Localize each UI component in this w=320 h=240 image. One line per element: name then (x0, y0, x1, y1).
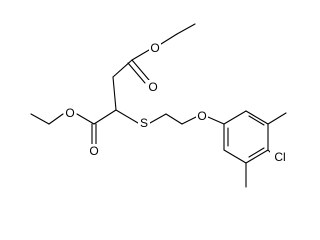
bond-ch2-ch2 (165, 113, 183, 125)
thioethyl-linker (115, 109, 225, 125)
ring-inner-double-2 (248, 147, 265, 158)
atom-label-o-top-carbonyl: O (148, 80, 157, 94)
bond-top-carbonyl-double-1 (131, 59, 150, 81)
ring-bond-1 (223, 110, 247, 125)
bond-top-carbonyl-ch2 (112, 59, 133, 78)
ring-bond-4 (245, 149, 269, 164)
bond-ch-left-carbonyl (93, 109, 117, 125)
bond-ch2-ch (112, 76, 117, 111)
bond-ch2-o-aryl (181, 116, 197, 125)
bond-left-ch2-ch3 (30, 113, 50, 125)
atom-label-s-thioether: S (140, 116, 148, 130)
atom-label-cl: Cl (274, 150, 285, 164)
label-bg-o-top-ether (149, 41, 161, 55)
label-bg-o-top-carbonyl (147, 80, 159, 94)
bond-o-aryl-ring (207, 116, 225, 125)
benzene-ring (223, 110, 269, 164)
succinate-backbone (112, 59, 133, 111)
ring-inner-double-1 (248, 115, 265, 126)
bond-top-carbonyl-double-2 (127, 62, 146, 84)
bond-ch-s (115, 109, 139, 124)
atom-label-o-aryl-ether: O (197, 109, 206, 123)
label-bg-s (138, 116, 150, 130)
ring-bond-5 (223, 149, 247, 164)
bond-left-carbonyl-o (76, 113, 95, 125)
molecule-structure-diagram: O O O O S O Cl (30, 23, 288, 188)
bond-top-ethyl-ch2-o (160, 33, 178, 45)
atom-label-o-left-ether: O (65, 106, 74, 120)
top-ethyl-ester-group (127, 23, 196, 84)
label-bg-o-aryl (196, 109, 208, 123)
bond-top-o-carbonyl (131, 49, 150, 61)
bond-top-ethyl-ch3 (176, 23, 196, 35)
ring-bond-2 (245, 110, 269, 125)
atom-labels: O O O O S O Cl (64, 41, 288, 164)
label-bg-o-left-ether (64, 106, 76, 120)
atom-label-o-top-ether: O (150, 41, 159, 55)
label-bg-o-left-carbonyl (88, 144, 100, 158)
bond-methyl-upper (267, 112, 287, 125)
bond-s-ch2 (149, 113, 167, 124)
left-ethyl-ester-group (30, 109, 117, 145)
label-bg-cl (270, 150, 288, 164)
bond-left-o-ch2 (48, 113, 64, 125)
atom-label-o-left-carbonyl: O (89, 144, 98, 158)
